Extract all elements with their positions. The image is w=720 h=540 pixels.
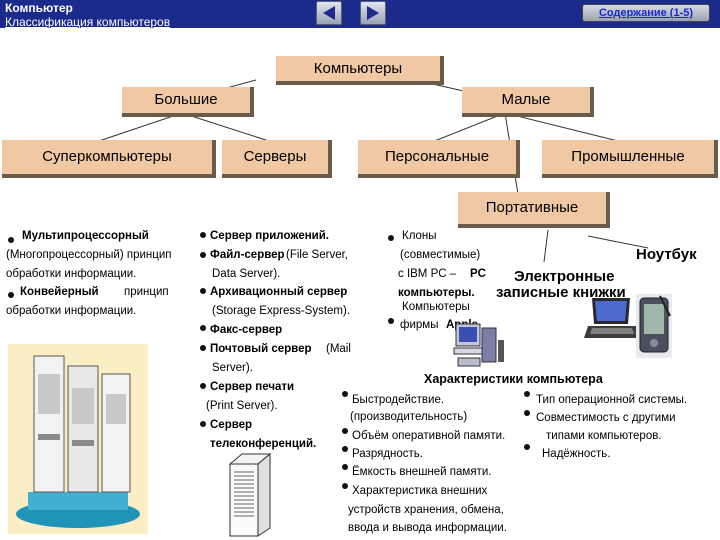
bullet-dot [200,383,206,389]
personal-line-1: Клоны [402,230,437,242]
node-industrial: Промышленные [542,140,718,178]
char-left-line-8: ввода и вывода информации. [348,522,507,534]
super-line-3: обработки информации. [6,268,137,280]
bullet-dot [200,421,206,427]
server-tower-illustration [228,452,272,537]
personal-line-3b: PC [470,268,486,280]
pda-image [636,294,672,358]
char-left-line-1: Быстродействие. [352,394,445,406]
pda-illustration [639,295,671,353]
char-left-line-4: Разрядность. [352,448,423,460]
servers-line-2-bold: Файл-сервер [210,249,285,261]
servers-line-10: (Print Server). [206,400,278,412]
bullet-dot [342,483,348,489]
organizer-label-line-2: записные книжки [496,284,626,301]
personal-line-4: компьютеры. [398,287,475,299]
bullet-dot [342,428,348,434]
server-image [226,452,272,538]
char-right-line-4: Надёжность. [542,448,611,460]
char-left-line-3: Объём оперативной памяти. [352,430,506,442]
char-left-line-2: (производительность) [350,411,468,423]
char-left-line-7: устройств хранения, обмена, [348,504,504,516]
servers-line-5: (Storage Express-System). [212,305,351,317]
bullet-dot [8,292,14,298]
pc-image [452,322,506,370]
bullet-dot [200,232,206,238]
super-line-4-rest: принцип [124,286,169,298]
node-personal: Персональные [358,140,520,178]
bullet-dot [388,318,394,324]
servers-line-12: телеконференций. [210,438,317,450]
node-servers: Серверы [222,140,332,178]
characteristics-title: Характеристики компьютера [424,372,603,386]
notebook-label: Ноутбук [636,246,697,263]
bullet-dot [200,288,206,294]
servers-line-4: Архивационный сервер [210,286,348,298]
bullet-dot [200,252,206,258]
next-slide-button[interactable] [360,1,386,25]
bullet-dot [524,410,530,416]
personal-line-2: (совместимые) [400,249,481,261]
personal-line-5: Компьютеры [402,301,470,313]
laptop-illustration [584,298,640,338]
servers-line-7-bold: Почтовый сервер [210,343,312,355]
servers-line-11: Сервер [210,419,253,431]
bullet-dot [8,237,14,243]
char-left-line-5: Ёмкость внешней памяти. [352,466,492,478]
section-subtitle-link[interactable]: Классификация компьютеров [5,15,171,29]
notebook-image [584,294,640,344]
page-title: Компьютер [5,1,73,15]
super-line-5: обработки информации. [6,305,137,317]
servers-line-9: Сервер печати [210,381,295,393]
personal-line-3a: с IBM PC – [398,268,457,280]
triangle-left-icon [323,6,335,20]
bullet-dot [200,325,206,331]
supercomputer-illustration [16,355,140,528]
bullet-dot [388,235,394,241]
char-right-line-2: Совместимость с другими [536,412,676,424]
super-line-4-bold: Конвейерный [20,286,99,298]
servers-line-2-rest: (File Server, [286,249,348,261]
bullet-dot [524,391,530,397]
bullet-dot [342,391,348,397]
node-portable: Портативные [458,192,610,228]
triangle-right-icon [367,6,379,20]
bullet-dot [342,464,348,470]
servers-line-8: Server). [212,362,253,374]
node-supercomputers: Суперкомпьютеры [2,140,216,178]
personal-line-6a: фирмы [400,319,439,331]
bullet-dot [342,446,348,452]
node-computers: Компьютеры [276,56,444,85]
super-line-2: (Многопроцессорный) принцип [6,249,172,261]
bullet-dot [524,444,530,450]
supercomputer-image [8,344,148,534]
char-right-line-3: типами компьютеров. [546,430,662,442]
desktop-pc-illustration [453,323,504,367]
servers-line-3: Data Server). [212,268,281,280]
bullet-dot [200,345,206,351]
node-large: Большие [122,87,254,117]
servers-line-1: Сервер приложений. [210,230,330,242]
node-small: Малые [462,87,594,117]
previous-slide-button[interactable] [316,1,342,25]
header-bar: Компьютер Классификация компьютеров Соде… [0,0,720,29]
super-line-1: Мультипроцессорный [22,230,149,242]
servers-line-6: Факс-сервер [210,324,283,336]
char-left-line-6: Характеристика внешних [352,485,488,497]
organizer-label-line-1: Электронные [514,268,615,285]
servers-line-7-rest: (Mail [326,343,351,355]
char-right-line-1: Тип операционной системы. [536,394,688,406]
contents-button[interactable]: Содержание (1-5) [582,4,710,22]
